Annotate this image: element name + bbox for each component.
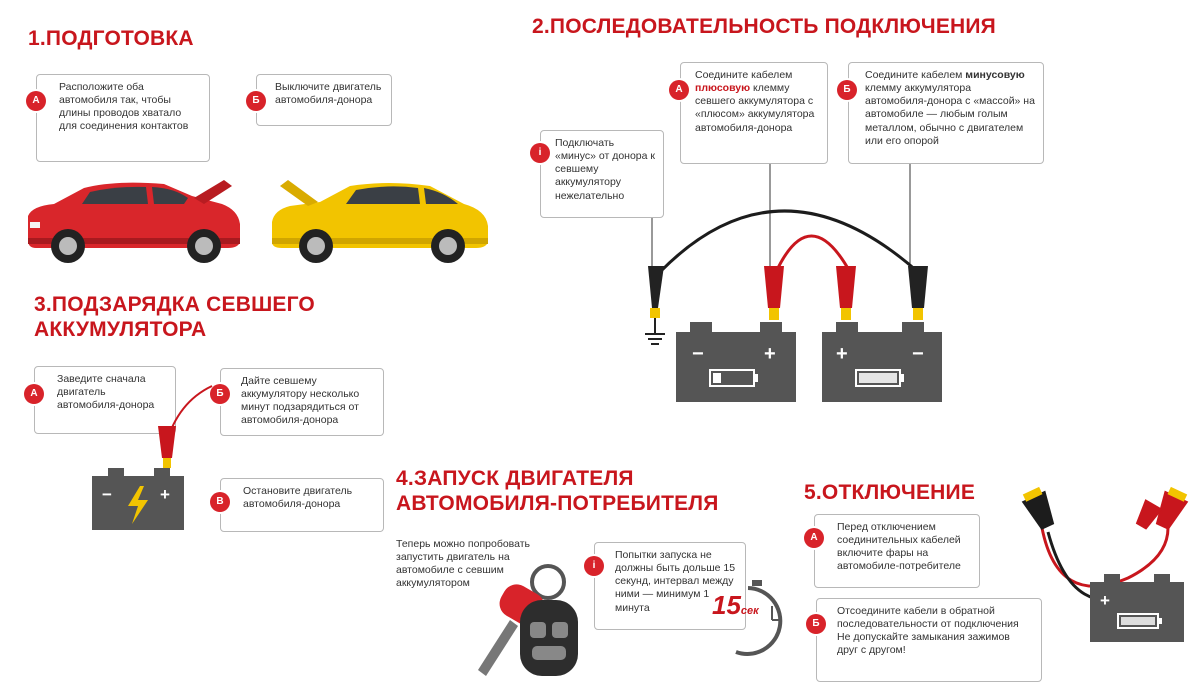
s3-step-b-card: Дайте севшему аккумулятору несколько мин… bbox=[220, 368, 384, 436]
s2-info-text: Подключать «минус» от донора к севшему а… bbox=[555, 137, 655, 202]
s1-step-b-badge: Б bbox=[246, 91, 266, 111]
section-2-title: 2.ПОСЛЕДОВАТЕЛЬНОСТЬ ПОДКЛЮЧЕНИЯ bbox=[532, 15, 996, 38]
donor-battery-minus: − bbox=[912, 343, 924, 365]
section-3-title: 3.ПОДЗАРЯДКА СЕВШЕГО АККУМУЛЯТОРА bbox=[34, 293, 315, 342]
timer-number: 15 bbox=[712, 590, 741, 620]
s3-step-c-text: Остановите двигатель автомобиля-донора bbox=[243, 485, 353, 511]
dead-battery-icon: − + bbox=[676, 322, 796, 402]
s2-step-a-badge: А bbox=[669, 80, 689, 100]
s3-step-b-text: Дайте севшему аккумулятору несколько мин… bbox=[241, 375, 360, 427]
s2-step-a-bold: плюсовую bbox=[695, 82, 751, 95]
s5-step-a-text: Перед отключением соединительных кабелей… bbox=[837, 521, 961, 573]
charging-battery-minus: − bbox=[102, 485, 112, 504]
connection-diagram: − + + − bbox=[645, 164, 942, 402]
s3-step-a-badge: А bbox=[24, 384, 44, 404]
s5-step-b-card: Отсоедините кабели в обратной последоват… bbox=[816, 598, 1042, 682]
s5-step-a-card: Перед отключением соединительных кабелей… bbox=[814, 514, 980, 588]
s2-step-b-post: клемму аккумулятора автомобиля-донора с … bbox=[865, 82, 1035, 147]
s4-info-badge: i bbox=[584, 556, 604, 576]
s2-step-b-badge: Б bbox=[837, 80, 857, 100]
s3-step-c-badge: В bbox=[210, 492, 230, 512]
section-1-title: 1.ПОДГОТОВКА bbox=[28, 27, 194, 50]
s2-info-badge: i bbox=[530, 143, 550, 163]
timer-unit: сек bbox=[740, 605, 759, 617]
stopwatch-icon bbox=[735, 580, 783, 656]
s1-step-a-text: Расположите оба автомобиля так, чтобы дл… bbox=[59, 81, 189, 133]
dead-battery-plus: + bbox=[764, 343, 776, 365]
s1-step-b-text: Выключите двигатель автомобиля-донора bbox=[275, 81, 382, 107]
s3-step-b-badge: Б bbox=[210, 384, 230, 404]
s3-step-a-card: Заведите сначала двигатель автомобиля-до… bbox=[34, 366, 176, 434]
s2-step-a-card: Соедините кабелем плюсовую клемму севшег… bbox=[680, 62, 828, 164]
car-key-icon bbox=[478, 564, 578, 676]
s2-step-a-post: клемму севшего аккумулятора с «плюсом» а… bbox=[695, 82, 815, 134]
s5-step-b-badge: Б bbox=[806, 614, 826, 634]
s4-info-card: Попытки запуска не должны быть дольше 15… bbox=[594, 542, 746, 630]
s4-info-text: Попытки запуска не должны быть дольше 15… bbox=[615, 549, 736, 614]
s1-step-b-card: Выключите двигатель автомобиля-донора bbox=[256, 74, 392, 126]
disconnect-battery-icon: + bbox=[1021, 486, 1189, 642]
section-5-title: 5.ОТКЛЮЧЕНИЕ bbox=[804, 481, 976, 504]
s2-step-a-pre: Соедините кабелем bbox=[695, 69, 793, 81]
s1-step-a-card: Расположите оба автомобиля так, чтобы дл… bbox=[36, 74, 210, 162]
s2-step-b-card: Соедините кабелем минусовую клемму аккум… bbox=[848, 62, 1044, 164]
charging-battery-icon: − + bbox=[92, 385, 213, 530]
ground-clamp-icon bbox=[645, 266, 665, 345]
dead-battery-minus: − bbox=[692, 343, 704, 365]
s1-step-a-badge: А bbox=[26, 91, 46, 111]
s4-intro-text: Теперь можно попробовать запустить двига… bbox=[396, 538, 531, 590]
disconnect-battery-plus: + bbox=[1100, 591, 1110, 610]
donor-battery-icon: + − bbox=[822, 322, 942, 402]
s5-step-b-text: Отсоедините кабели в обратной последоват… bbox=[837, 605, 1019, 657]
yellow-car-icon bbox=[272, 180, 488, 263]
red-car-icon bbox=[28, 180, 240, 263]
s2-step-b-bold: минусовую bbox=[965, 69, 1025, 81]
donor-battery-plus: + bbox=[836, 343, 848, 365]
s2-info-card: Подключать «минус» от донора к севшему а… bbox=[540, 130, 664, 218]
s5-step-a-badge: А bbox=[804, 528, 824, 548]
charging-battery-plus: + bbox=[160, 485, 170, 504]
section-4-title: 4.ЗАПУСК ДВИГАТЕЛЯ АВТОМОБИЛЯ-ПОТРЕБИТЕЛ… bbox=[396, 467, 719, 516]
timer-value: 15сек bbox=[712, 590, 759, 621]
s3-step-c-card: Остановите двигатель автомобиля-донора bbox=[220, 478, 384, 532]
s2-step-b-pre: Соедините кабелем bbox=[865, 69, 966, 81]
s3-step-a-text: Заведите сначала двигатель автомобиля-до… bbox=[57, 373, 155, 412]
